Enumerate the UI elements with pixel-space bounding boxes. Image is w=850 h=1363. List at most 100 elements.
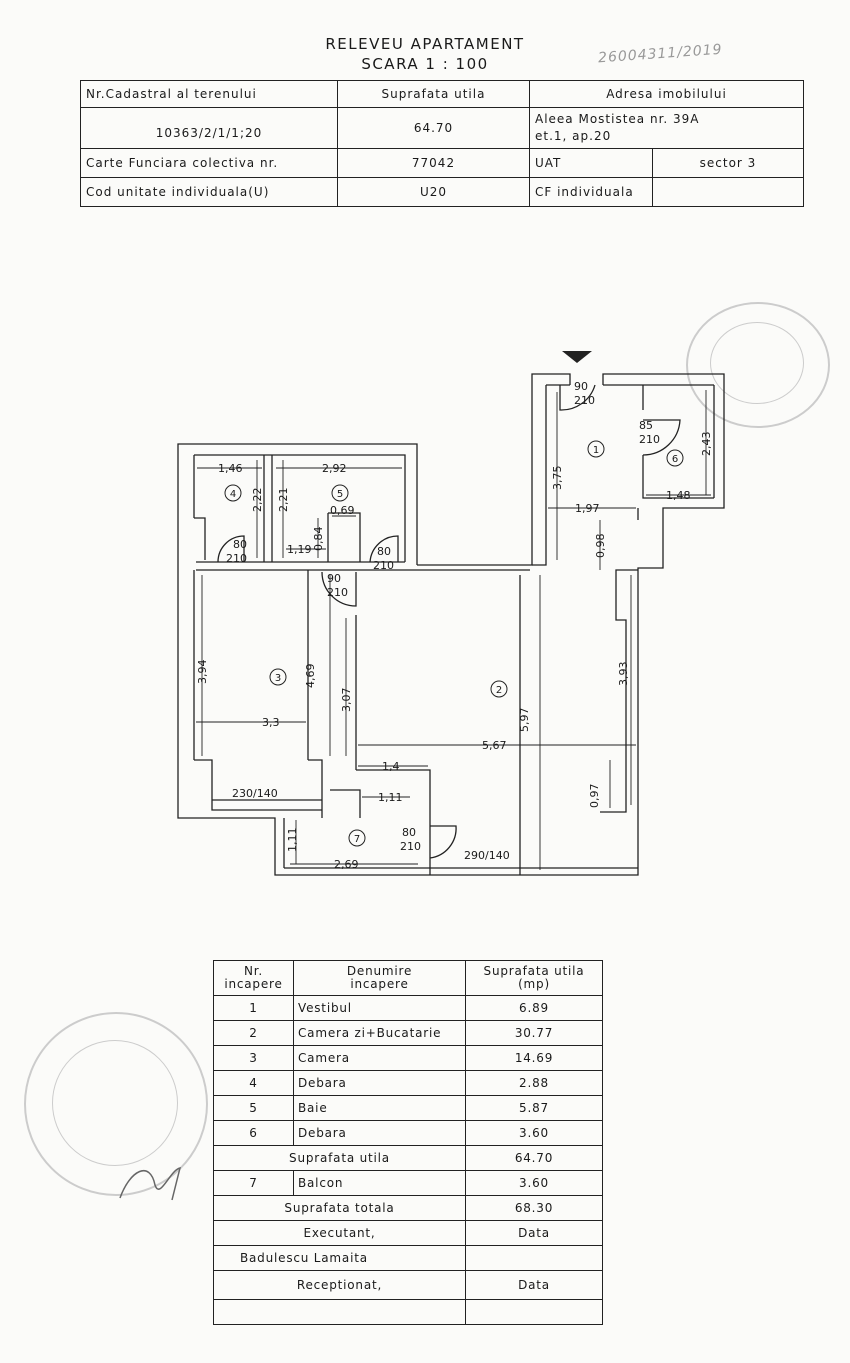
row-area: 30.77: [465, 1020, 603, 1046]
executor-date-label: Data: [465, 1220, 603, 1246]
rooms-table: Nr. incapere Denumire incapere Suprafata…: [213, 960, 603, 1325]
row-nr: 4: [213, 1070, 294, 1096]
room-number-labels: 1 2 3 4 5 6 7: [230, 445, 678, 845]
room-number-7: 7: [354, 834, 360, 845]
row-name: Debara: [293, 1070, 466, 1096]
dim-1-48: 1,48: [666, 489, 691, 502]
window-room-2: 290/140: [464, 849, 510, 862]
door-3-height: 210: [327, 586, 348, 599]
door-6-width: 85: [639, 419, 653, 432]
room-number-6: 6: [672, 454, 678, 465]
header-name-line-1: Denumire: [346, 964, 413, 978]
empty-cell: [213, 1299, 466, 1325]
dim-1-11-horizontal: 1,11: [378, 791, 403, 804]
door-labels: 90 210 85 210 80 210 80 210 90 210 80 21…: [226, 380, 660, 862]
dim-3-75: 3,75: [551, 466, 564, 491]
header-area: Suprafata utila (mp): [465, 960, 603, 996]
entrance-arrow-icon: [562, 351, 592, 363]
dim-1-11-vertical: 1,11: [286, 828, 299, 853]
table-row: 4 Debara 2.88: [213, 1070, 603, 1096]
header-name-line-2: incapere: [350, 977, 409, 991]
address-value: Aleea Mostistea nr. 39A et.1, ap.20: [529, 107, 804, 149]
title-line-1: RELEVEU APARTAMENT: [325, 35, 525, 53]
total-area-label: Suprafata totala: [213, 1195, 466, 1221]
room-circles: [224, 440, 684, 847]
dim-3-07: 3,07: [340, 688, 353, 713]
empty-cell: [465, 1299, 603, 1325]
dimension-lines: [196, 390, 711, 870]
room-number-4: 4: [230, 489, 236, 500]
balcony-nr: 7: [213, 1170, 294, 1196]
table-row: 2 Camera zi+Bucatarie 30.77: [213, 1020, 603, 1046]
receiver-label: Receptionat,: [213, 1270, 466, 1300]
stamp-seal-top: [686, 302, 830, 428]
executor-name-row: Badulescu Lamaita: [213, 1245, 603, 1271]
room-number-2: 2: [496, 685, 502, 696]
page-title: RELEVEU APARTAMENT SCARA 1 : 100: [0, 34, 850, 74]
cf-individual-value: [652, 177, 804, 207]
dim-5-97: 5,97: [518, 708, 531, 733]
room-number-3: 3: [275, 673, 281, 684]
total-area-row: Suprafata totala 68.30: [213, 1195, 603, 1221]
stamp-seal-top-inner: [710, 322, 804, 404]
door-7-height: 210: [400, 840, 421, 853]
label-cf-collective: Carte Funciara colectiva nr.: [80, 148, 338, 178]
balcony-name: Balcon: [293, 1170, 466, 1196]
room-number-1: 1: [593, 445, 599, 456]
row-name: Vestibul: [293, 995, 466, 1021]
row-area: 3.60: [465, 1120, 603, 1146]
empty-row: [213, 1299, 603, 1325]
useful-area-value: 64.70: [465, 1145, 603, 1171]
receiver-date-label: Data: [465, 1270, 603, 1300]
room-number-5: 5: [337, 489, 343, 500]
header-nr: Nr. incapere: [213, 960, 294, 996]
dim-5-67: 5,67: [482, 739, 507, 752]
stamp-seal-bottom: [24, 1012, 208, 1196]
signature-icon: [119, 1167, 182, 1201]
door-6-height: 210: [639, 433, 660, 446]
dim-2-43: 2,43: [700, 432, 713, 457]
header-area-line-2: (mp): [518, 977, 550, 991]
dim-1-46: 1,46: [218, 462, 243, 475]
row-area: 5.87: [465, 1095, 603, 1121]
row-nr: 1: [213, 995, 294, 1021]
executor-name-blank: [465, 1245, 603, 1271]
door-7-width: 80: [402, 826, 416, 839]
row-nr: 6: [213, 1120, 294, 1146]
stamp-seal-bottom-inner: [52, 1040, 178, 1166]
table-row: 5 Baie 5.87: [213, 1095, 603, 1121]
dim-3-3: 3,3: [262, 716, 280, 729]
door-5-height: 210: [373, 559, 394, 572]
row-name: Camera: [293, 1045, 466, 1071]
row-nr: 5: [213, 1095, 294, 1121]
row-name: Baie: [293, 1095, 466, 1121]
dim-4-69: 4,69: [304, 664, 317, 689]
header-nr-line-1: Nr.: [243, 964, 264, 978]
total-area-value: 68.30: [465, 1195, 603, 1221]
door-5-width: 80: [377, 545, 391, 558]
door-3-width: 90: [327, 572, 341, 585]
balcony-area: 3.60: [465, 1170, 603, 1196]
executor-row: Executant, Data: [213, 1220, 603, 1246]
dim-2-21: 2,21: [277, 488, 290, 513]
row-nr: 3: [213, 1045, 294, 1071]
cadastral-value: 10363/2/1/1;20: [80, 107, 338, 149]
header-name: Denumire incapere: [293, 960, 466, 996]
rooms-table-header: Nr. incapere Denumire incapere Suprafata…: [213, 960, 603, 996]
row-name: Debara: [293, 1120, 466, 1146]
dim-0-84: 0,84: [312, 527, 325, 552]
table-row: 3 Camera 14.69: [213, 1045, 603, 1071]
window-room-3: 230/140: [232, 787, 278, 800]
dimension-labels: 1,46 2,92 2,22 2,21 0,69 1,19 0,84 3,75 …: [196, 432, 713, 872]
unit-code-value: U20: [337, 177, 530, 207]
row-name: Camera zi+Bucatarie: [293, 1020, 466, 1046]
label-cadastral: Nr.Cadastral al terenului: [80, 80, 338, 108]
title-line-2: SCARA 1 : 100: [361, 55, 489, 73]
executor-label: Executant,: [213, 1220, 466, 1246]
door-entrance-height: 210: [574, 394, 595, 407]
dim-2-92: 2,92: [322, 462, 347, 475]
dim-2-69: 2,69: [334, 858, 359, 871]
header-nr-line-2: incapere: [224, 977, 283, 991]
executor-name: Badulescu Lamaita: [213, 1245, 466, 1271]
table-row: 1 Vestibul 6.89: [213, 995, 603, 1021]
